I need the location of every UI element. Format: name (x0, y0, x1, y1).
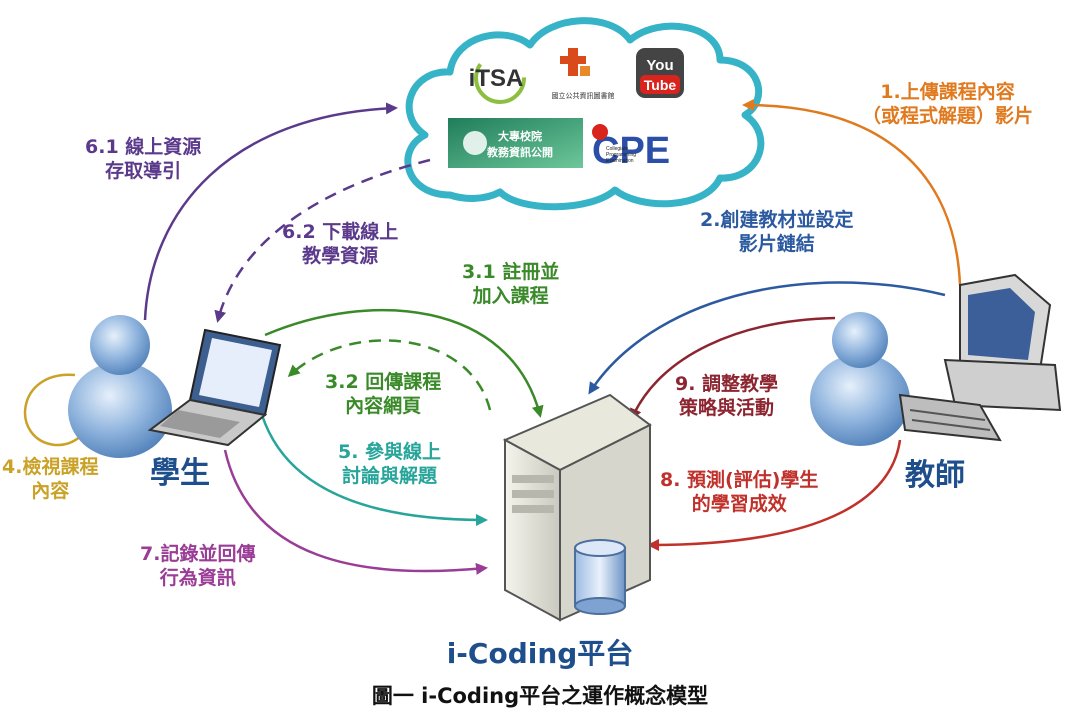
label-1-line2: （或程式解題）影片 (862, 105, 1034, 127)
teacher-icon (810, 312, 910, 446)
moe-logo: 大專校院 教務資訊公開 (448, 118, 583, 168)
figure-caption: 圖一 i-Coding平台之運作概念模型 (371, 684, 709, 708)
cloud (404, 17, 765, 211)
arrow-6-1-access (143, 102, 398, 321)
label-6-2-download: 6.2 下載線上 教學資源 (282, 220, 398, 268)
label-9-line2: 策略與活動 (679, 397, 775, 419)
itsa-logo: iTSA (469, 52, 526, 104)
label-8-line1: 8. 預測(評估)學生 (660, 469, 819, 491)
label-7-line1: 7.記錄並回傳 (140, 543, 256, 565)
arrow-5-participate (260, 414, 488, 526)
label-6-1-line2: 存取導引 (105, 160, 182, 182)
database-icon (574, 539, 626, 615)
desktop-icon (898, 273, 1062, 442)
itsa-text: iTSA (469, 65, 524, 92)
ntl-logo: 國立公共資訊圖書館 (552, 48, 615, 100)
laptop-icon (147, 328, 282, 447)
label-5-participate: 5. 參與線上 討論與解題 (338, 440, 441, 488)
label-3-2-line2: 內容網頁 (345, 395, 422, 417)
cpe-logo: CPE Collegiate Programming Examination (592, 124, 670, 172)
label-8-line2: 的學習成效 (691, 493, 787, 515)
label-3-1-line2: 加入課程 (472, 285, 549, 307)
label-2-line1: 2.創建教材並設定 (700, 209, 854, 231)
youtube-bottom: Tube (644, 77, 677, 93)
label-4-view: 4.檢視課程 內容 (2, 455, 98, 503)
label-1-upload: 1.上傳課程內容 （或程式解題）影片 (862, 80, 1033, 128)
label-3-2-return: 3.2 回傳課程 內容網頁 (325, 370, 441, 418)
label-6-2-line1: 6.2 下載線上 (282, 221, 399, 243)
label-9-adjust: 9. 調整教學 策略與活動 (675, 372, 778, 420)
cpe-sub3: Examination (606, 158, 634, 164)
youtube-logo: You Tube (636, 48, 684, 98)
label-8-predict: 8. 預測(評估)學生 的學習成效 (660, 468, 818, 516)
label-9-line1: 9. 調整教學 (675, 373, 779, 395)
label-5-line1: 5. 參與線上 (338, 441, 442, 463)
arrow-3-1-register (264, 308, 544, 418)
youtube-top: You (646, 57, 673, 74)
label-6-1-line1: 6.1 線上資源 (85, 136, 202, 158)
arrow-1-upload (742, 99, 962, 286)
ntl-subtitle: 國立公共資訊圖書館 (552, 91, 615, 100)
moe-line2: 教務資訊公開 (486, 145, 553, 159)
teacher-label: 教師 (905, 458, 965, 493)
arrow-3-2-return (287, 339, 492, 411)
label-4-line1: 4.檢視課程 (2, 456, 99, 478)
label-5-line2: 討論與解題 (342, 465, 438, 487)
label-3-1-register: 3.1 註冊並 加入課程 (462, 260, 559, 308)
label-2-line2: 影片鏈結 (738, 233, 815, 255)
cpe-sub2: Programming (606, 152, 636, 158)
label-3-2-line1: 3.2 回傳課程 (325, 371, 442, 393)
cpe-sub1: Collegiate (606, 146, 628, 152)
label-6-2-line2: 教學資源 (302, 245, 379, 267)
label-4-line2: 內容 (31, 480, 70, 502)
arrow-6-2-download (214, 158, 431, 323)
arrow-7-record (223, 449, 488, 575)
label-3-1-line1: 3.1 註冊並 (462, 261, 560, 283)
label-7-line2: 行為資訊 (159, 567, 236, 589)
platform-label: i-Coding平台 (446, 637, 634, 670)
student-icon (68, 315, 172, 458)
label-2-create: 2.創建教材並設定 影片鏈結 (700, 208, 853, 256)
label-6-1-access: 6.1 線上資源 存取導引 (85, 135, 201, 183)
arrow-9-adjust (630, 316, 836, 421)
label-1-line1: 1.上傳課程內容 (880, 81, 1015, 103)
moe-line1: 大專校院 (498, 129, 542, 143)
arrow-8-predict (647, 439, 902, 551)
arrow-2-create (588, 281, 946, 395)
label-7-record: 7.記錄並回傳 行為資訊 (140, 542, 255, 590)
student-label: 學生 (150, 456, 210, 491)
